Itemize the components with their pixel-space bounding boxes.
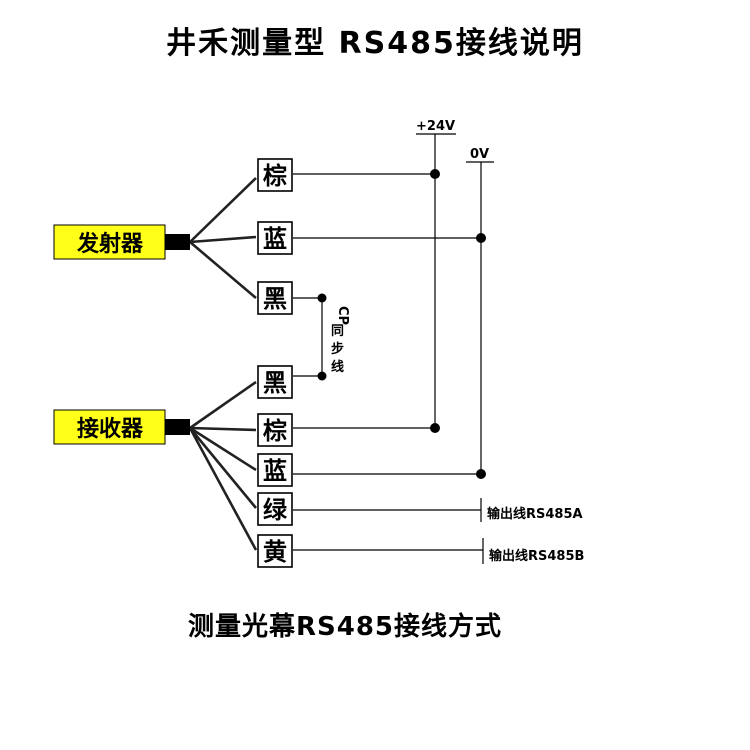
rail-24v-label: +24V: [416, 119, 455, 134]
receiver-brown-label: 棕: [263, 416, 287, 445]
emitter-blue-label: 蓝: [263, 224, 287, 253]
page-title: 井禾测量型 RS485接线说明: [166, 26, 584, 61]
sync-junction-bottom: [317, 371, 327, 381]
sync-label-3: 步: [331, 341, 344, 357]
sync-line: CP 同 步 线: [293, 293, 350, 381]
sync-label-1: CP: [335, 306, 350, 325]
output-b-label: 输出线RS485B: [489, 548, 584, 564]
signal-wires: [293, 173, 484, 564]
receiver-device: 接收器: [53, 409, 190, 445]
emitter-device: 发射器: [53, 224, 190, 260]
sync-label-2: 同: [331, 324, 344, 339]
junction-dots: [430, 169, 486, 479]
sync-label-4: 线: [331, 359, 344, 375]
emitter-black-label: 黑: [263, 284, 287, 313]
diagram-caption: 测量光幕RS485接线方式: [187, 612, 503, 642]
receiver-yellow-label: 黄: [263, 537, 287, 566]
output-a-label: 输出线RS485A: [487, 506, 583, 522]
receiver-black-label: 黑: [263, 368, 287, 397]
receiver-wire-colors: 黑 棕 蓝 绿 黄: [257, 365, 293, 568]
receiver-connector: [165, 419, 190, 435]
emitter-connector: [165, 234, 190, 250]
rail-0v-label: 0V: [470, 147, 489, 162]
emitter-wire-colors: 棕 蓝 黑: [257, 158, 293, 315]
receiver-blue-label: 蓝: [263, 456, 287, 485]
emitter-brown-label: 棕: [263, 161, 287, 190]
power-rails: +24V 0V: [416, 119, 494, 474]
sync-junction-top: [317, 293, 327, 303]
receiver-label: 接收器: [77, 416, 144, 442]
emitter-label: 发射器: [76, 231, 144, 257]
receiver-leads: [188, 380, 258, 551]
receiver-green-label: 绿: [263, 495, 288, 524]
emitter-leads: [189, 177, 257, 299]
